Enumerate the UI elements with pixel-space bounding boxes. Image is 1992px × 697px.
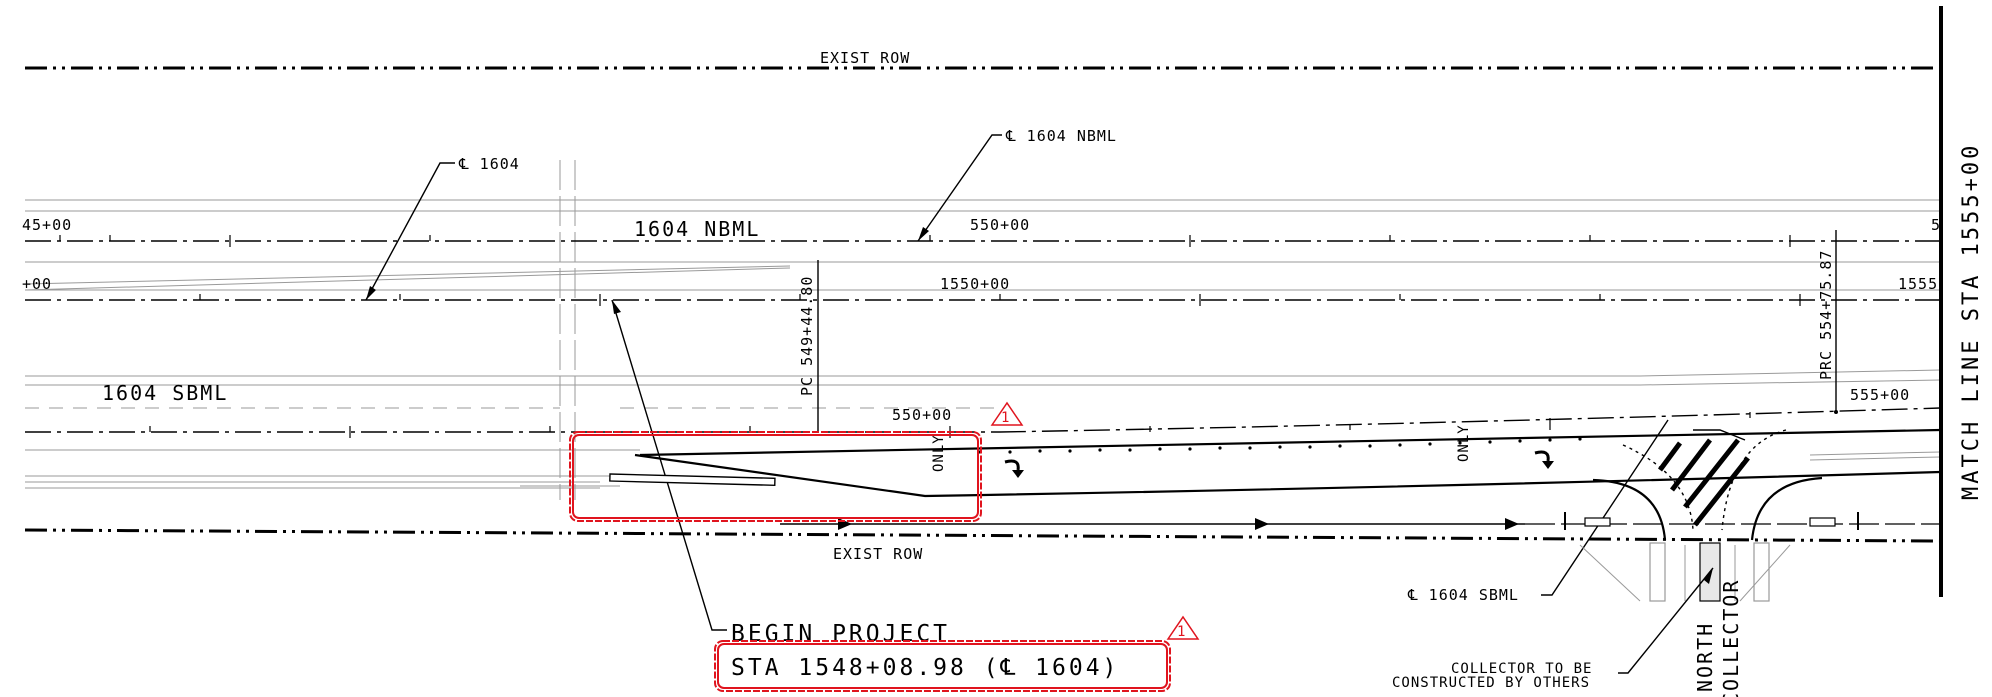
prc-station-point — [1834, 410, 1838, 414]
sta-cl-right: 1555 — [1898, 275, 1938, 293]
exist-row-bottom-label: EXIST ROW — [833, 545, 923, 563]
begin-project-station: STA 1548+08.98 (℄ 1604) — [731, 655, 1119, 681]
revision-triangle-2: 1 — [1166, 615, 1200, 640]
exist-row-top-label: EXIST ROW — [820, 49, 910, 67]
sta-sbml-mid: 550+00 — [892, 406, 952, 424]
collector-leader — [1618, 567, 1714, 674]
cl-1604-nbml-label: ℄ 1604 NBML — [1005, 127, 1117, 145]
nbml-road-label: 1604 NBML — [634, 217, 760, 241]
sbml-centerline — [25, 407, 1941, 433]
cl-1604-nbml-leader — [917, 134, 1002, 242]
sta-cl-left: +00 — [22, 275, 52, 293]
revision-cloud-roadway — [569, 431, 982, 522]
pavement-mark-only-1: ONLY — [931, 434, 947, 472]
pc-station-label: PC 549+44.80 — [798, 276, 816, 396]
cl-1604-sbml-leader — [1541, 419, 1669, 596]
edge-dots — [978, 437, 1582, 454]
turn-arrow-1 — [1004, 459, 1020, 471]
collector-note-line-1: COLLECTOR TO BE — [1451, 661, 1592, 677]
match-line-label: MATCH LINE STA 1555+00 — [1959, 143, 1984, 500]
begin-project-leader — [611, 299, 727, 631]
station-ticks — [59, 235, 1801, 438]
begin-project-label: BEGIN PROJECT — [731, 621, 950, 647]
background-linework — [24, 160, 1941, 500]
sta-nbml-mid: 550+00 — [970, 216, 1030, 234]
svg-text:1: 1 — [1001, 410, 1009, 426]
sta-sbml-right: 555+00 — [1850, 386, 1910, 404]
collector-note-line-2: CONSTRUCTED BY OTHERS — [1392, 675, 1590, 691]
revision-triangle-1: 1 — [990, 401, 1024, 426]
revision-cloud-callout — [714, 640, 1171, 692]
prc-station-label: PRC 554+75.87 — [1817, 250, 1835, 380]
exist-row-bottom-line — [24, 528, 1941, 543]
cl-1604-leader — [365, 162, 455, 301]
intersection — [1564, 429, 1859, 602]
pavement-markings: ONLY ONLY — [931, 424, 1554, 478]
cl-1604-label: ℄ 1604 — [458, 155, 520, 173]
pavement-mark-only-2: ONLY — [1456, 424, 1472, 462]
cl-1604-sbml-label: ℄ 1604 SBML — [1407, 586, 1519, 604]
roadway-linework — [609, 428, 1941, 530]
collector-label: COLLECTOR — [1719, 579, 1743, 697]
sta-nbml-right: 5 — [1931, 216, 1941, 234]
turn-arrow-2 — [1534, 450, 1550, 462]
sbml-road-label: 1604 SBML — [102, 381, 228, 405]
sta-nbml-left: 45+00 — [22, 216, 72, 234]
north-label: NORTH — [1693, 622, 1717, 692]
sta-cl-mid: 1550+00 — [940, 275, 1010, 293]
svg-text:1: 1 — [1177, 624, 1185, 640]
